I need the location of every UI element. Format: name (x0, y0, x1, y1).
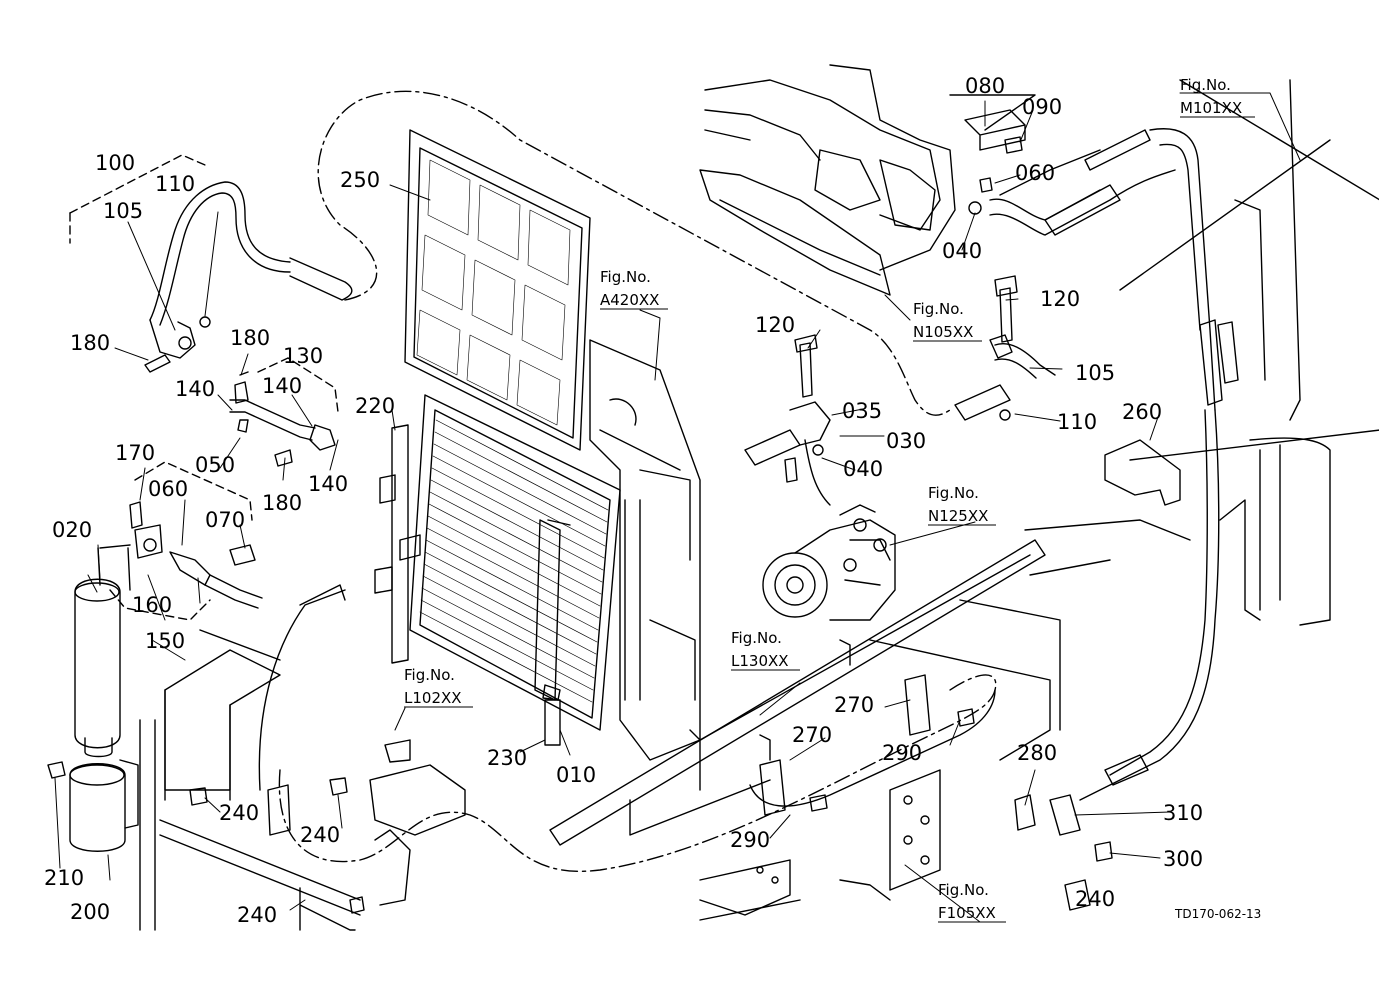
evaporator-unit (699, 169, 891, 296)
part-number: 270 (792, 723, 832, 747)
condenser-010 (409, 394, 621, 731)
fig-ref-code: A420XX (600, 291, 659, 309)
fig-ref-label: Fig.No. (404, 666, 455, 684)
screen-mesh (416, 159, 571, 426)
part-number: 030 (886, 429, 926, 453)
part-number: 240 (237, 903, 277, 927)
part-number: 290 (730, 828, 770, 852)
receiver-drier-020 (74, 578, 121, 749)
part-number: 200 (70, 900, 110, 924)
part-number: 240 (1075, 887, 1115, 911)
fig-ref-label: Fig.No. (731, 629, 782, 647)
part-number: 150 (145, 629, 185, 653)
part-number: 250 (340, 168, 380, 192)
part-number: 260 (1122, 400, 1162, 424)
part-number: 120 (755, 313, 795, 337)
part-number: 080 (965, 74, 1005, 98)
part-number: 290 (882, 741, 922, 765)
part-number: 160 (132, 593, 172, 617)
part-number: 300 (1163, 847, 1203, 871)
part-number: 240 (300, 823, 340, 847)
fig-ref-code: N125XX (928, 507, 988, 525)
part-number: 140 (175, 377, 215, 401)
leader-lines (54, 92, 1301, 923)
part-number: 020 (52, 518, 92, 542)
part-number: 110 (155, 172, 195, 196)
hose-dashed-bottom (278, 674, 997, 872)
part-number: 140 (308, 472, 348, 496)
fig-ref-label: Fig.No. (938, 881, 989, 899)
part-number: 070 (205, 508, 245, 532)
part-number: 010 (556, 763, 596, 787)
part-number: 220 (355, 394, 395, 418)
condenser-fins (419, 419, 609, 703)
part-number: 040 (942, 239, 982, 263)
part-number: 060 (148, 477, 188, 501)
clamp-200 (69, 763, 126, 852)
block-260 (1104, 439, 1181, 506)
screen-250 (404, 129, 591, 451)
part-number: 110 (1057, 410, 1097, 434)
part-number: 170 (115, 441, 155, 465)
fig-ref-label: Fig.No. (1180, 76, 1231, 94)
part-number: 270 (834, 693, 874, 717)
dashed-bracket-100 (69, 154, 206, 214)
part-number: 105 (103, 199, 143, 223)
drawing-code: TD170-062-13 (1174, 907, 1261, 921)
fig-ref-code: N105XX (913, 323, 973, 341)
compressor (762, 552, 828, 618)
part-number: 140 (262, 374, 302, 398)
part-number: 040 (843, 457, 883, 481)
fig-ref-code: M101XX (1180, 99, 1242, 117)
part-number: 180 (262, 491, 302, 515)
part-number: 180 (70, 331, 110, 355)
fig-ref-code: F105XX (938, 904, 996, 922)
part-number: 050 (195, 453, 235, 477)
part-number: 310 (1163, 801, 1203, 825)
part-number: 130 (283, 344, 323, 368)
fig-ref-label: Fig.No. (600, 268, 651, 286)
part-number: 060 (1015, 161, 1055, 185)
part-number: 100 (95, 151, 135, 175)
part-number: 105 (1075, 361, 1115, 385)
part-number: 035 (842, 399, 882, 423)
fig-ref-label: Fig.No. (913, 300, 964, 318)
part-number: 120 (1040, 287, 1080, 311)
fig-ref-code: L102XX (404, 689, 462, 707)
fig-ref-underlines (404, 116, 1255, 923)
hose-100 (149, 181, 291, 321)
part-number: 180 (230, 326, 270, 350)
frame-rail (549, 539, 1046, 846)
part-number: 210 (44, 866, 84, 890)
hose-dashed-top (317, 90, 951, 416)
fig-ref-code: L130XX (731, 652, 789, 670)
part-number: 240 (219, 801, 259, 825)
fig-ref-label: Fig.No. (928, 484, 979, 502)
part-number: 280 (1017, 741, 1057, 765)
part-number: 090 (1022, 95, 1062, 119)
part-number: 230 (487, 746, 527, 770)
